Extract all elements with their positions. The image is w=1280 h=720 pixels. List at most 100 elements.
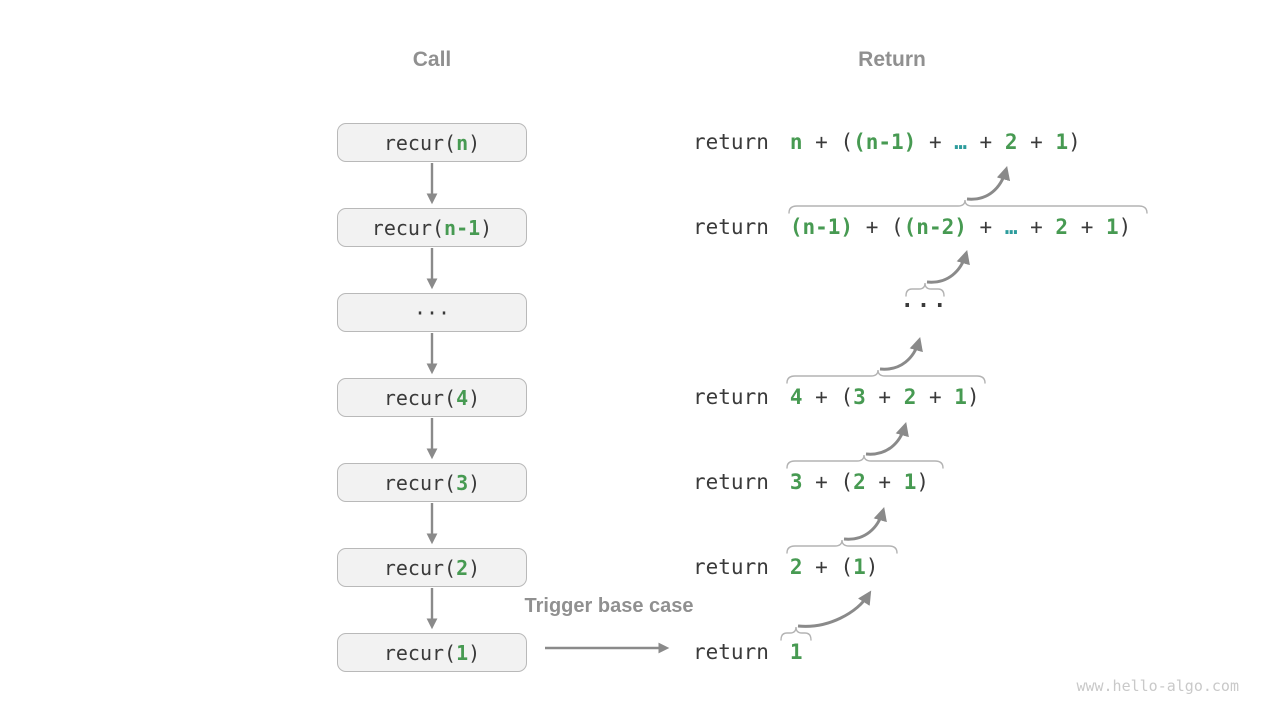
return-keyword: return: [693, 470, 769, 494]
call-box-label: recur(3): [384, 471, 480, 495]
return-keyword: return: [693, 640, 769, 664]
return-line-n: return n + ((n-1) + … + 2 + 1): [693, 131, 1081, 153]
code-token: 1: [789, 640, 803, 664]
code-token: 1: [456, 640, 469, 665]
code-token: recur(: [383, 470, 457, 495]
watermark: www.hello-algo.com: [1076, 677, 1239, 695]
return-keyword: return: [693, 215, 769, 239]
code-token: 2: [1004, 130, 1018, 154]
code-token: 3: [456, 470, 469, 495]
return-expression: 1: [790, 641, 803, 663]
code-token: 2: [903, 385, 917, 409]
code-token: ): [468, 555, 481, 580]
overbrace: [780, 626, 812, 641]
return-line-1: return 1: [693, 641, 803, 663]
code-token: 2: [853, 470, 866, 494]
overbrace: [786, 454, 944, 469]
code-token: ): [1068, 130, 1081, 154]
call-box-ellipsis: ···: [337, 293, 527, 332]
call-box-label: recur(n-1): [372, 216, 492, 240]
code-token: ): [1118, 215, 1132, 239]
code-token: +: [966, 215, 1005, 239]
return-header: Return: [858, 48, 926, 71]
code-token: +: [916, 385, 955, 409]
code-token: ): [468, 470, 481, 495]
return-line-n-1: return (n-1) + ((n-2) + … + 2 + 1): [693, 216, 1131, 238]
return-line-4: return 4 + (3 + 2 + 1): [693, 386, 980, 408]
call-box-label: ···: [414, 301, 450, 325]
code-token: +: [1017, 130, 1056, 154]
call-box-recur-2: recur(2): [337, 548, 527, 587]
return-flow-arrow-icon: [966, 166, 1011, 201]
code-token: n: [456, 130, 469, 155]
return-flow-arrow-icon: [879, 337, 923, 371]
code-token: 3: [853, 385, 866, 409]
code-token: ): [468, 385, 481, 410]
return-flow-arrow-icon: [865, 422, 909, 456]
return-expression: n + ((n-1) + … + 2 + 1): [790, 131, 1081, 153]
return-flow-arrow-icon: [797, 590, 872, 628]
code-token: 4: [456, 385, 469, 410]
code-token: + (: [802, 385, 854, 409]
code-token: ): [865, 555, 879, 579]
code-token: 2: [456, 555, 469, 580]
code-token: n-1: [444, 215, 481, 240]
overbrace: [788, 199, 1148, 214]
code-token: 2: [789, 555, 803, 579]
code-token: +: [865, 385, 904, 409]
code-token: recur(: [383, 385, 457, 410]
code-token: recur(: [383, 555, 457, 580]
call-header: Call: [412, 48, 452, 71]
code-token: …: [1004, 215, 1018, 239]
code-token: 1: [903, 470, 917, 494]
return-expression: 3 + (2 + 1): [790, 471, 929, 493]
call-box-recur-1: recur(1): [337, 633, 527, 672]
code-token: (n-1): [789, 215, 854, 239]
return-flow-arrow-icon: [843, 507, 887, 541]
code-token: +: [865, 470, 904, 494]
code-token: + (: [802, 555, 854, 579]
call-box-recur-n: recur(n): [337, 123, 527, 162]
code-token: ···: [413, 300, 451, 325]
call-box-label: recur(2): [384, 556, 480, 580]
code-token: n: [789, 130, 803, 154]
call-box-recur-3: recur(3): [337, 463, 527, 502]
code-token: …: [954, 130, 967, 154]
overbrace: [786, 539, 898, 554]
code-token: 1: [954, 385, 967, 409]
code-token: ): [468, 640, 481, 665]
return-expression: 4 + (3 + 2 + 1): [790, 386, 980, 408]
code-token: ): [966, 385, 980, 409]
code-token: (n-1): [853, 130, 917, 154]
return-keyword: return: [693, 385, 769, 409]
code-token: recur(: [383, 640, 457, 665]
code-token: + (: [802, 130, 854, 154]
return-ellipsis: ···: [900, 294, 950, 319]
code-token: 1: [1055, 130, 1069, 154]
code-token: + (: [853, 215, 904, 239]
overbrace: [786, 369, 986, 384]
return-expression: (n-1) + ((n-2) + … + 2 + 1): [790, 216, 1131, 238]
code-token: + (: [802, 470, 854, 494]
return-line-3: return 3 + (2 + 1): [693, 471, 929, 493]
code-token: 3: [789, 470, 803, 494]
return-line-2: return 2 + (1): [693, 556, 878, 578]
code-token: 4: [789, 385, 803, 409]
code-token: ): [468, 130, 481, 155]
code-token: 1: [853, 555, 866, 579]
code-token: +: [1068, 215, 1106, 239]
call-box-label: recur(n): [384, 131, 480, 155]
code-token: +: [1017, 215, 1056, 239]
call-box-recur-4: recur(4): [337, 378, 527, 417]
call-box-recur-n-1: recur(n-1): [337, 208, 527, 247]
code-token: +: [916, 130, 955, 154]
return-expression: 2 + (1): [790, 556, 879, 578]
return-keyword: return: [693, 130, 769, 154]
return-keyword: return: [693, 555, 769, 579]
trigger-base-case-label: Trigger base case: [524, 595, 694, 617]
call-box-label: recur(4): [384, 386, 480, 410]
return-flow-arrow-icon: [926, 250, 970, 284]
code-token: 2: [1055, 215, 1069, 239]
code-token: 1: [1106, 215, 1119, 239]
